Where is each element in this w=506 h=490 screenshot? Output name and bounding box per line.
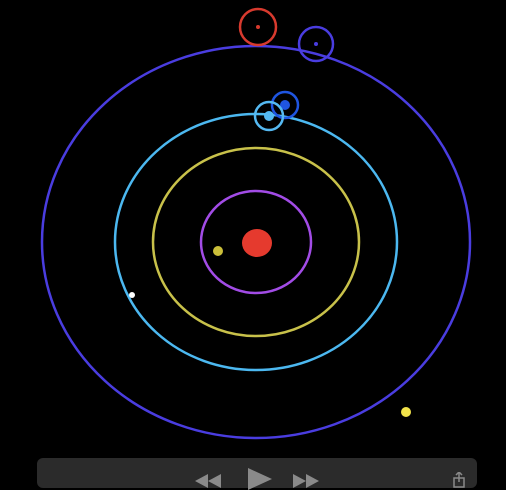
play-icon (248, 468, 272, 490)
planet-blue (280, 100, 290, 110)
play-button[interactable] (248, 468, 272, 490)
share-button[interactable] (452, 472, 466, 488)
playback-controls (37, 458, 477, 490)
planet-blue-ring (270, 90, 300, 120)
planet-lightblue (264, 111, 274, 121)
marker-indigo-dot (314, 42, 318, 46)
fast-forward-icon (293, 474, 319, 488)
orbit-yellow (151, 146, 361, 338)
rewind-icon (195, 474, 221, 488)
share-icon (453, 472, 465, 488)
rewind-button[interactable] (195, 474, 221, 488)
planet-lightblue-ring (253, 100, 285, 132)
marker-red-dot (256, 25, 260, 29)
planet-yellow (213, 246, 223, 256)
star-yellow (401, 407, 411, 417)
orbit-purple (199, 189, 313, 295)
fast-forward-button[interactable] (293, 474, 319, 488)
moon-white (129, 292, 135, 298)
marker-indigo-ring (297, 25, 335, 63)
sun (242, 229, 272, 257)
marker-red-ring (238, 7, 278, 47)
